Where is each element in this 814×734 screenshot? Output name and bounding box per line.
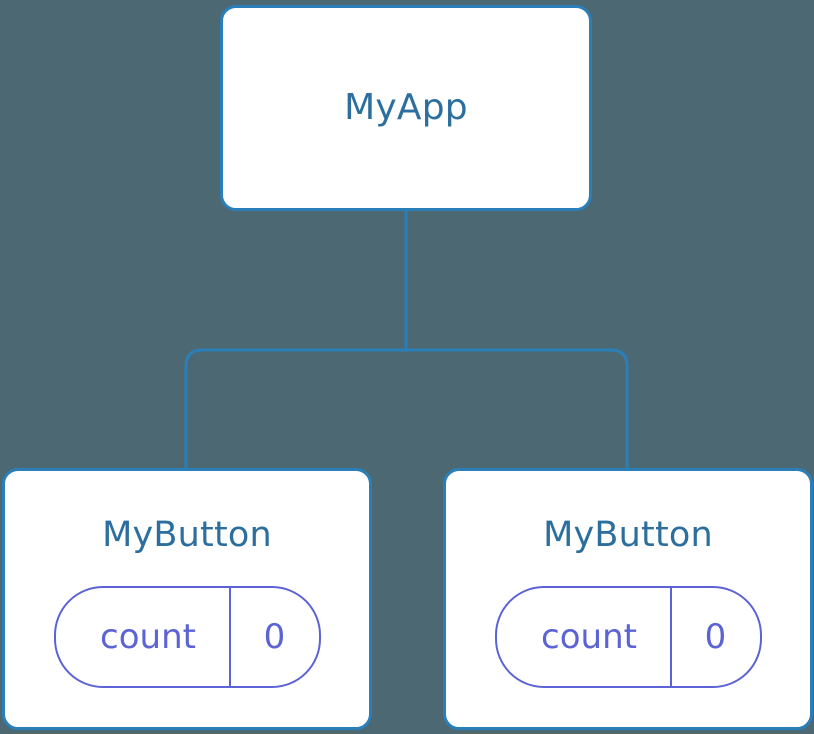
state-pill[interactable]: count 0 [494,586,762,688]
state-key-label: count [541,617,637,657]
connector-branch-right [406,348,629,470]
state-key-label: count [100,617,196,657]
component-node-child-2[interactable]: MyButton count 0 [443,468,813,730]
state-pill[interactable]: count 0 [53,586,321,688]
component-node-title: MyApp [344,87,468,128]
component-node-title: MyButton [102,515,272,555]
connector-branch-left [184,348,406,470]
state-value-label: 0 [228,588,319,686]
state-value-label: 0 [669,588,760,686]
component-node-child-1[interactable]: MyButton count 0 [2,468,372,730]
component-node-root[interactable]: MyApp [220,5,592,211]
component-node-title: MyButton [543,515,713,555]
